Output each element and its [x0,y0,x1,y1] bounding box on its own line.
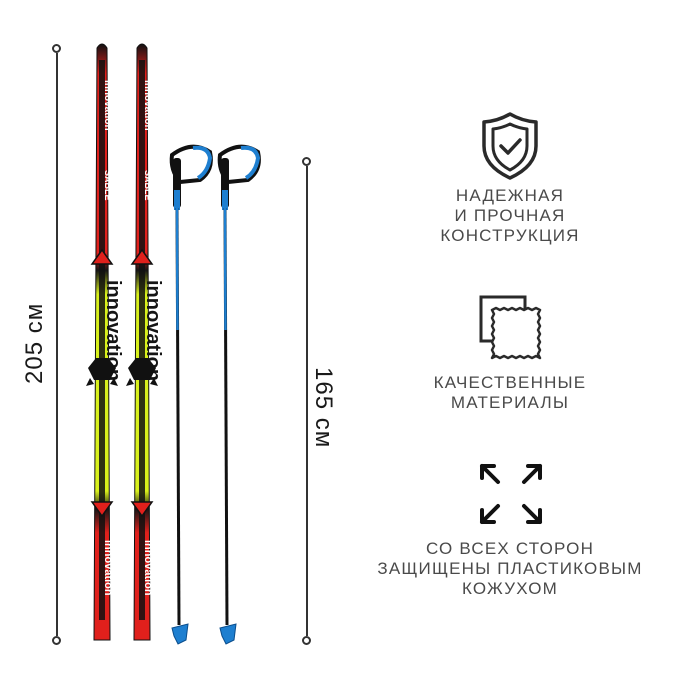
pole-dimension-bottom-marker [302,636,311,645]
pole-right [217,144,261,645]
feature-3-line-1: СО ВСЕХ СТОРОН [425,539,595,558]
feature-plastic-protection: СО ВСЕХ СТОРОН ЗАЩИЩЕНЫ ПЛАСТИКОВЫМ КОЖУ… [350,539,670,599]
expand-arrows-icon [480,464,542,524]
ski-right: innovation SABLE innovation innovation [126,43,164,641]
ski-left-tail-text: innovation [102,540,114,596]
ski-length-label: 205 см [21,302,48,384]
skis-and-poles-illustration: innovation SABLE innovation innovation i… [86,43,261,645]
ski-dimension-bottom-marker [52,636,61,645]
feature-3-line-2: ЗАЩИЩЕНЫ ПЛАСТИКОВЫМ [377,559,643,578]
feature-quality-materials: КАЧЕСТВЕННЫЕ МАТЕРИАЛЫ [410,373,610,413]
ski-dimension-top-marker [52,44,61,53]
ski-left: innovation SABLE innovation innovation [86,43,124,641]
feature-2-line-2: МАТЕРИАЛЫ [450,393,570,412]
feature-2-line-1: КАЧЕСТВЕННЫЕ [433,373,587,392]
feature-reliable-construction: НАДЕЖНАЯ И ПРОЧНАЯ КОНСТРУКЦИЯ [410,186,610,246]
feature-1-line-1: НАДЕЖНАЯ [455,186,565,205]
fabric-layers-icon [479,295,542,360]
feature-1-line-2: И ПРОЧНАЯ [454,206,566,225]
ski-right-tail-text: innovation [142,540,154,596]
ski-left-large-text: innovation [102,280,124,381]
ski-dimension-line [56,53,58,636]
pole-left [169,144,213,645]
ski-left-model-text: innovation [102,80,113,131]
pole-dimension-line [306,166,308,636]
pole-length-label: 165 см [310,367,337,449]
pole-dimension-top-marker [302,157,311,166]
feature-3-line-3: КОЖУХОМ [462,579,558,598]
ski-left-brand-text: SABLE [103,170,113,201]
ski-right-large-text: innovation [142,280,164,381]
ski-right-brand-text: SABLE [143,170,153,201]
shield-check-icon [482,112,538,180]
feature-1-line-3: КОНСТРУКЦИЯ [440,226,580,245]
ski-right-model-text: innovation [142,80,153,131]
